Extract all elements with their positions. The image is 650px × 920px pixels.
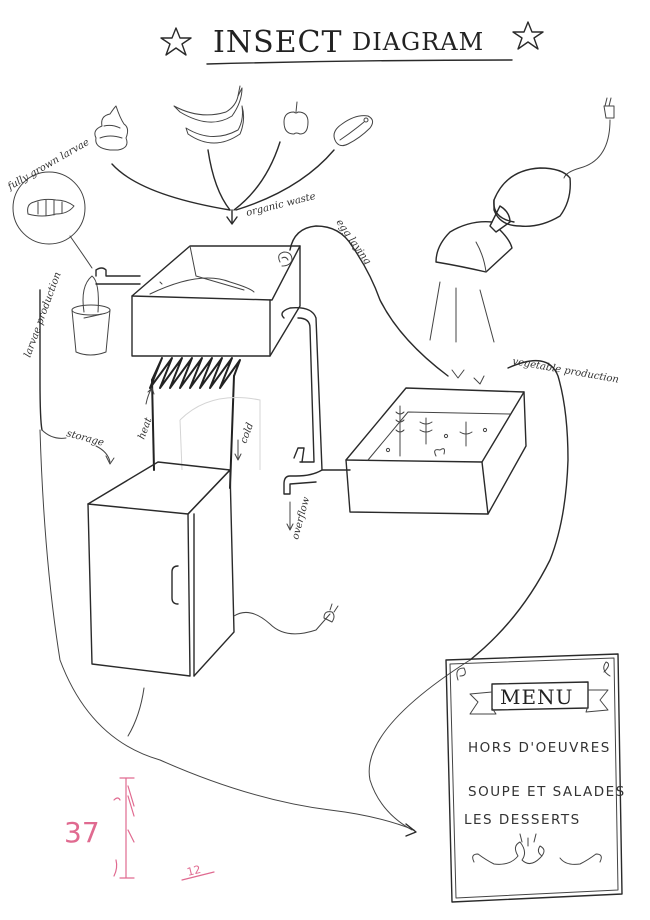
food-items: organic waste	[94, 85, 374, 225]
menu-item-les-desserts[interactable]: LES DESSERTS	[464, 812, 581, 828]
seedlings-icon	[385, 405, 488, 457]
flow-lines	[39, 429, 471, 837]
larvae-bubble: fully grown larvae	[5, 137, 93, 269]
menu-card: MENU HORS D'OEUVRES SOUPE ET SALADES LES…	[445, 653, 626, 903]
food-stem-apple	[233, 141, 281, 211]
insect-box: egg laying heat cold	[131, 217, 449, 489]
food-stem-banana	[207, 149, 231, 211]
label-heat: heat	[136, 415, 154, 441]
egg-cluster-icon	[278, 251, 293, 267]
cream-swirl-icon	[94, 105, 129, 151]
fridge-plug-icon	[323, 603, 339, 623]
food-stem-cream	[111, 163, 231, 211]
food-stem-bean	[235, 149, 335, 211]
faucet-handle-icon	[293, 447, 305, 463]
apple-icon	[283, 101, 309, 135]
title-word-insect: INSECT	[213, 25, 343, 60]
overflow-pipe: overflow	[281, 307, 351, 541]
label-overflow: overflow	[290, 495, 312, 540]
larvae-bucket: larvae production	[22, 267, 141, 431]
organic-waste-arrow	[226, 209, 238, 225]
plug-icon	[603, 97, 615, 119]
title-block: INSECT DIAGRAM	[160, 21, 544, 65]
title-underline	[206, 59, 513, 65]
bananas-icon	[173, 85, 245, 144]
heat-coil	[149, 357, 241, 389]
storage-fridge: storage	[41, 428, 339, 677]
light-beam	[429, 281, 495, 343]
label-egg-laying: egg laying	[334, 217, 373, 267]
menu-title: MENU	[500, 685, 573, 709]
corner-flourish-left-icon	[456, 667, 466, 681]
menu-item-hors-doeuvres[interactable]: HORS D'OEUVRES	[468, 740, 611, 756]
star-right-icon	[512, 21, 544, 50]
label-storage: storage	[65, 428, 105, 449]
page-number: 37	[64, 816, 100, 849]
star-left-icon	[160, 27, 192, 56]
larva-icon	[27, 198, 75, 217]
menu-ornament-icon	[472, 833, 602, 865]
bean-icon	[333, 115, 374, 147]
title-word-diagram: DIAGRAM	[352, 28, 484, 56]
fly-icon	[451, 369, 485, 385]
grinder-device	[429, 97, 615, 343]
corner-flourish-right-icon	[603, 661, 611, 677]
fridge-handle[interactable]	[171, 565, 179, 605]
label-vegetable-production: vegetable production	[511, 356, 619, 386]
vegetable-box: vegetable production	[345, 356, 620, 661]
label-cold: cold	[238, 421, 256, 445]
menu-banner	[491, 681, 589, 711]
label-organic-waste: organic waste	[245, 191, 317, 219]
label-fully-grown-larvae: fully grown larvae	[5, 137, 91, 193]
label-larvae-production: larvae production	[22, 271, 63, 359]
page-annotations: 37 12	[64, 777, 215, 881]
menu-item-soupe-et-salades[interactable]: SOUPE ET SALADES	[468, 784, 626, 800]
side-mark: 12	[186, 863, 203, 879]
